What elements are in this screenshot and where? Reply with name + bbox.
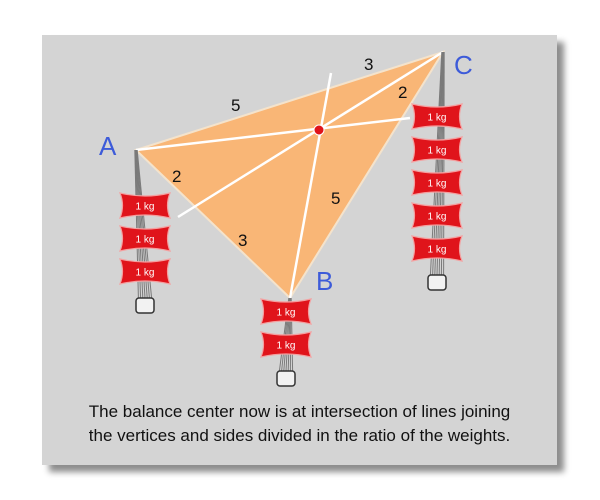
weight-block-icon: 1 kg bbox=[119, 225, 171, 252]
weight-stack-a: 1 kg 1 kg 1 kg bbox=[119, 149, 171, 314]
weight-label: 1 kg bbox=[277, 308, 296, 319]
weight-label: 1 kg bbox=[277, 341, 296, 352]
hook-ring-icon bbox=[276, 370, 296, 387]
weight-label: 1 kg bbox=[428, 146, 447, 157]
line-b-to-ac bbox=[288, 72, 333, 299]
ratio-label-ac-near-a: 5 bbox=[231, 96, 240, 115]
caption: The balance center now is at intersectio… bbox=[42, 400, 557, 448]
weight-label: 1 kg bbox=[428, 245, 447, 256]
weight-block-icon: 1 kg bbox=[411, 103, 463, 130]
weight-label: 1 kg bbox=[428, 212, 447, 223]
hook-ring-icon bbox=[135, 297, 155, 314]
line-c-to-ab bbox=[177, 50, 444, 219]
ratio-label-ac-near-c: 3 bbox=[364, 55, 373, 74]
line-a-to-bc bbox=[135, 116, 411, 152]
weight-block-icon: 1 kg bbox=[260, 298, 312, 325]
hook-ring-icon bbox=[427, 274, 447, 291]
caption-line-2: the vertices and sides divided in the ra… bbox=[88, 426, 511, 445]
ratio-label-ab-near-b: 3 bbox=[238, 231, 247, 250]
vertex-label-a: A bbox=[99, 131, 117, 161]
weight-block-icon: 1 kg bbox=[411, 202, 463, 229]
weight-block-icon: 1 kg bbox=[411, 235, 463, 262]
vertex-label-c: C bbox=[454, 50, 473, 80]
weight-label: 1 kg bbox=[428, 113, 447, 124]
weight-block-icon: 1 kg bbox=[411, 136, 463, 163]
caption-line-1: The balance center now is at intersectio… bbox=[88, 402, 511, 421]
balance-center-point bbox=[313, 124, 325, 136]
weight-block-icon: 1 kg bbox=[119, 258, 171, 285]
weight-stack-b: 1 kg 1 kg bbox=[260, 297, 312, 387]
ratio-label-ab-near-a: 2 bbox=[172, 167, 181, 186]
weight-label: 1 kg bbox=[136, 268, 155, 279]
ratio-label-bc-near-b: 5 bbox=[331, 189, 340, 208]
triangle-abc bbox=[134, 50, 446, 300]
ratio-label-bc-near-c: 2 bbox=[398, 83, 407, 102]
vertex-label-b: B bbox=[316, 266, 333, 296]
weight-label: 1 kg bbox=[136, 235, 155, 246]
weight-label: 1 kg bbox=[428, 179, 447, 190]
weight-block-icon: 1 kg bbox=[119, 192, 171, 219]
string-icon bbox=[429, 51, 445, 276]
weight-stack-c: 1 kg 1 kg 1 kg 1 kg 1 kg bbox=[411, 51, 463, 291]
weight-label: 1 kg bbox=[136, 202, 155, 213]
weight-block-icon: 1 kg bbox=[411, 169, 463, 196]
weight-block-icon: 1 kg bbox=[260, 331, 312, 358]
